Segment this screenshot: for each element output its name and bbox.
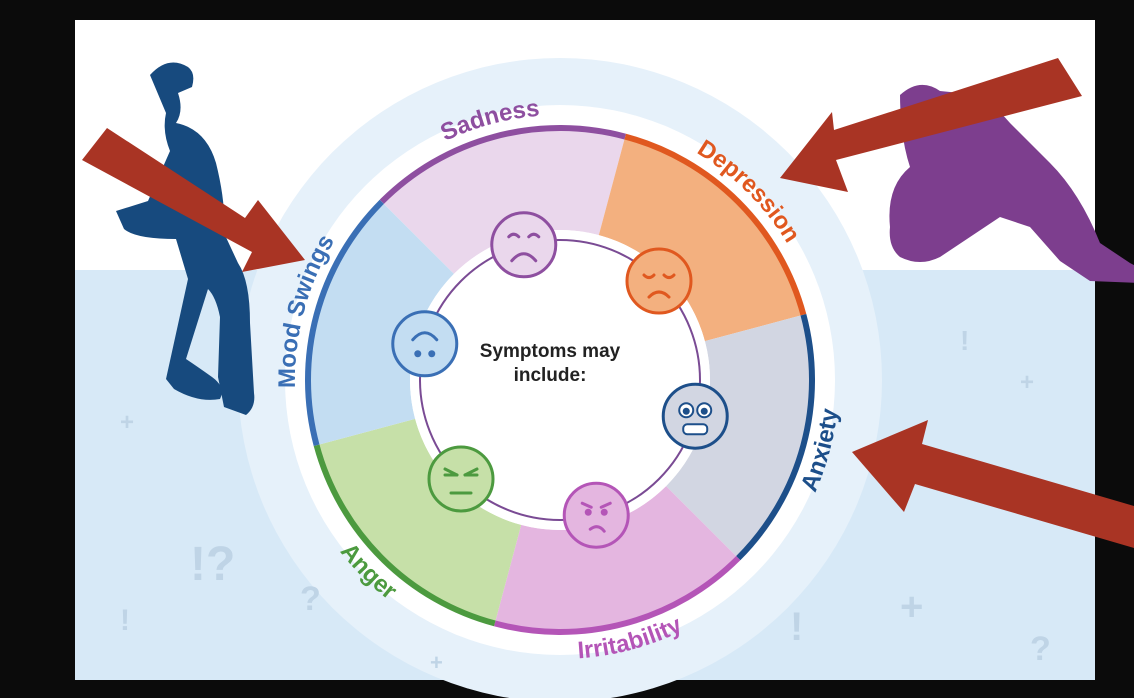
decor-symbol: + (120, 409, 134, 436)
decor-symbol: ? (1030, 630, 1051, 668)
face-anxiety-icon (663, 384, 727, 448)
decor-symbol: ! (790, 605, 803, 649)
face-depression-icon (627, 249, 691, 313)
face-anger-icon (429, 447, 493, 511)
decor-symbol: ? (300, 580, 321, 618)
face-sadness-icon (492, 213, 556, 277)
center-caption-line1: Symptoms may (470, 340, 630, 364)
decor-symbol: ! (120, 604, 130, 637)
decor-symbol: !? (190, 538, 235, 591)
decor-symbol: + (900, 585, 923, 629)
decor-symbol: + (1020, 369, 1034, 396)
center-caption: Symptoms may include: (470, 340, 630, 388)
face-mood_swings-icon (393, 312, 457, 376)
decor-symbol: + (430, 650, 443, 675)
decor-symbol: ! (960, 325, 969, 356)
center-caption-line2: include: (470, 364, 630, 388)
face-irritability-icon (564, 483, 628, 547)
